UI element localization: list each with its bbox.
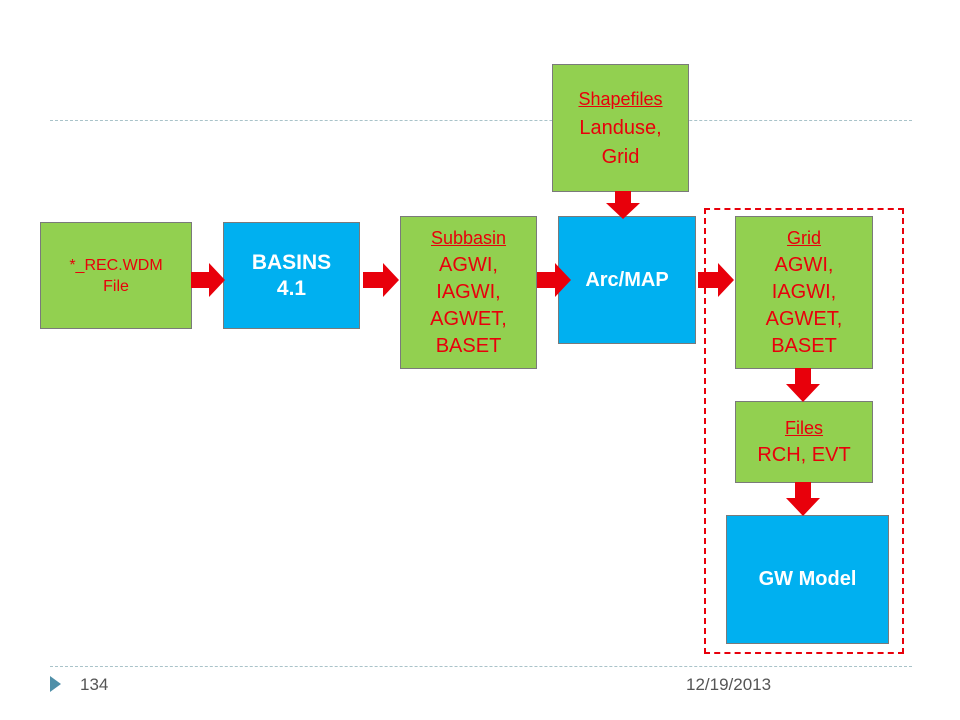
subbasin-line-4: BASET [435,335,502,357]
arcmap-label: Arc/MAP [585,268,669,291]
subbasin-line-3: AGWET, [430,308,507,330]
subbasin-box: Subbasin AGWI, IAGWI, AGWET, BASET [400,216,537,369]
page-number: 134 [80,675,109,694]
arrow-rec-to-basins [191,263,225,297]
subbasin-line-1: AGWI, [439,254,498,276]
shapefiles-box: Shapefiles Landuse, Grid [552,64,689,192]
gw-model-label: GW Model [758,568,857,590]
arrow-shapefiles-to-arcmap [606,191,640,219]
shapefiles-line-1: Landuse, [579,116,662,139]
arrow-grid-to-files [786,368,820,402]
files-heading: Files [784,418,823,438]
footer-date: 12/19/2013 [686,675,772,694]
grid-box: Grid AGWI, IAGWI, AGWET, BASET [735,216,873,369]
grid-line-1: AGWI, [774,254,834,276]
output-group-frame [704,208,904,654]
grid-line-3: AGWET, [765,308,843,330]
arrow-basins-to-subbasin [363,263,399,297]
arrow-arcmap-to-grid [698,263,734,297]
footer-bullet-icon [50,676,61,692]
basins-line-1: BASINS [251,250,332,274]
shapefiles-line-2: Grid [601,145,640,168]
footer-divider [50,666,912,667]
files-box: Files RCH, EVT [735,401,873,483]
rec-wdm-file-box: *_REC.WDM File [40,222,192,329]
arcmap-box: Arc/MAP [558,216,696,344]
grid-line-2: IAGWI, [771,281,837,303]
subbasin-heading: Subbasin [430,228,507,248]
header-divider [50,120,912,121]
basins-box: BASINS 4.1 [223,222,360,329]
grid-heading: Grid [786,228,821,248]
basins-line-2: 4.1 [276,276,307,300]
files-line-1: RCH, EVT [757,444,851,466]
gw-model-box: GW Model [726,515,889,644]
rec-wdm-line-1: *_REC.WDM [69,256,163,274]
arrow-subbasin-to-arcmap [537,263,571,297]
grid-line-4: BASET [771,335,837,357]
subbasin-line-2: IAGWI, [436,281,501,303]
rec-wdm-line-2: File [103,277,129,295]
shapefiles-heading: Shapefiles [578,88,663,109]
arrow-files-to-gw-model [786,482,820,516]
